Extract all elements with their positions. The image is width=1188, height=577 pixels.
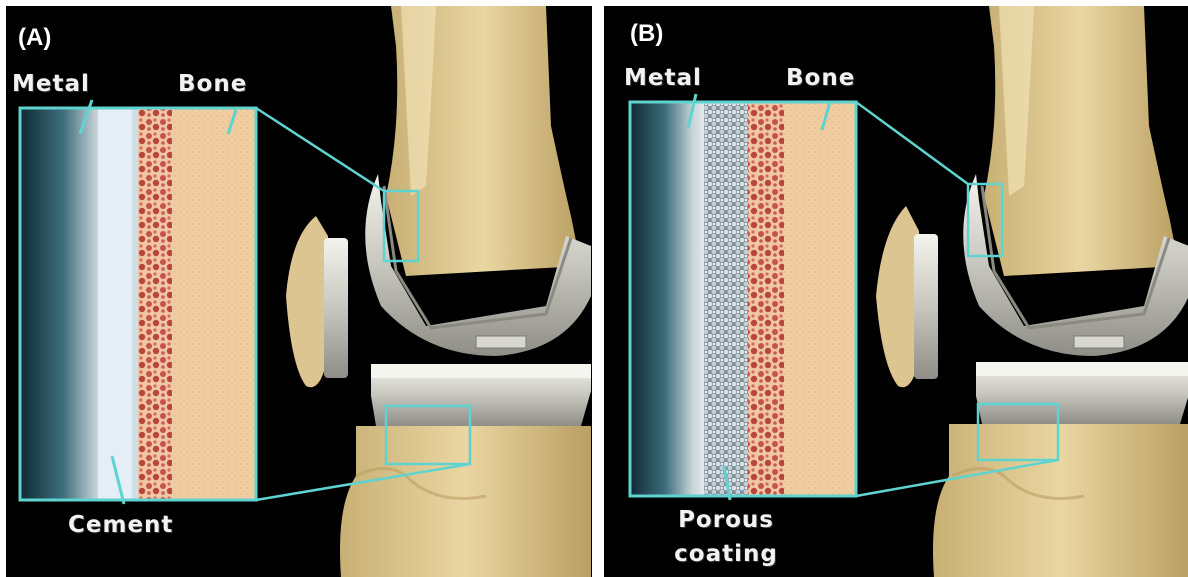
panel-letter-b: (B)	[630, 20, 663, 48]
knee-illustration-a	[6, 6, 592, 577]
tibia-bone	[933, 424, 1188, 577]
porous-coating-label: Porous coating	[666, 506, 786, 568]
metal-label-a: Metal	[12, 70, 90, 98]
panel-letter-a: (A)	[18, 24, 51, 52]
interface-cross-section	[630, 102, 856, 496]
cement-label: Cement	[68, 511, 173, 539]
porous-label-line1: Porous	[666, 506, 786, 534]
interface-cross-section	[20, 108, 256, 500]
porous-label-line2: coating	[666, 540, 786, 568]
panel-b-cementless: (B) Metal Bone Porous coating	[604, 6, 1188, 577]
patella	[286, 216, 348, 387]
patella	[876, 206, 938, 387]
tibial-component	[371, 364, 591, 426]
panel-a-cemented: (A) Metal Bone Cement	[6, 6, 592, 577]
femur-bone	[984, 6, 1179, 276]
bone-label-a: Bone	[178, 70, 247, 98]
bone-label-b: Bone	[786, 64, 855, 92]
tibia-bone	[340, 426, 591, 577]
tibial-component	[976, 362, 1188, 424]
femur-bone	[386, 6, 581, 276]
metal-label-b: Metal	[624, 64, 702, 92]
